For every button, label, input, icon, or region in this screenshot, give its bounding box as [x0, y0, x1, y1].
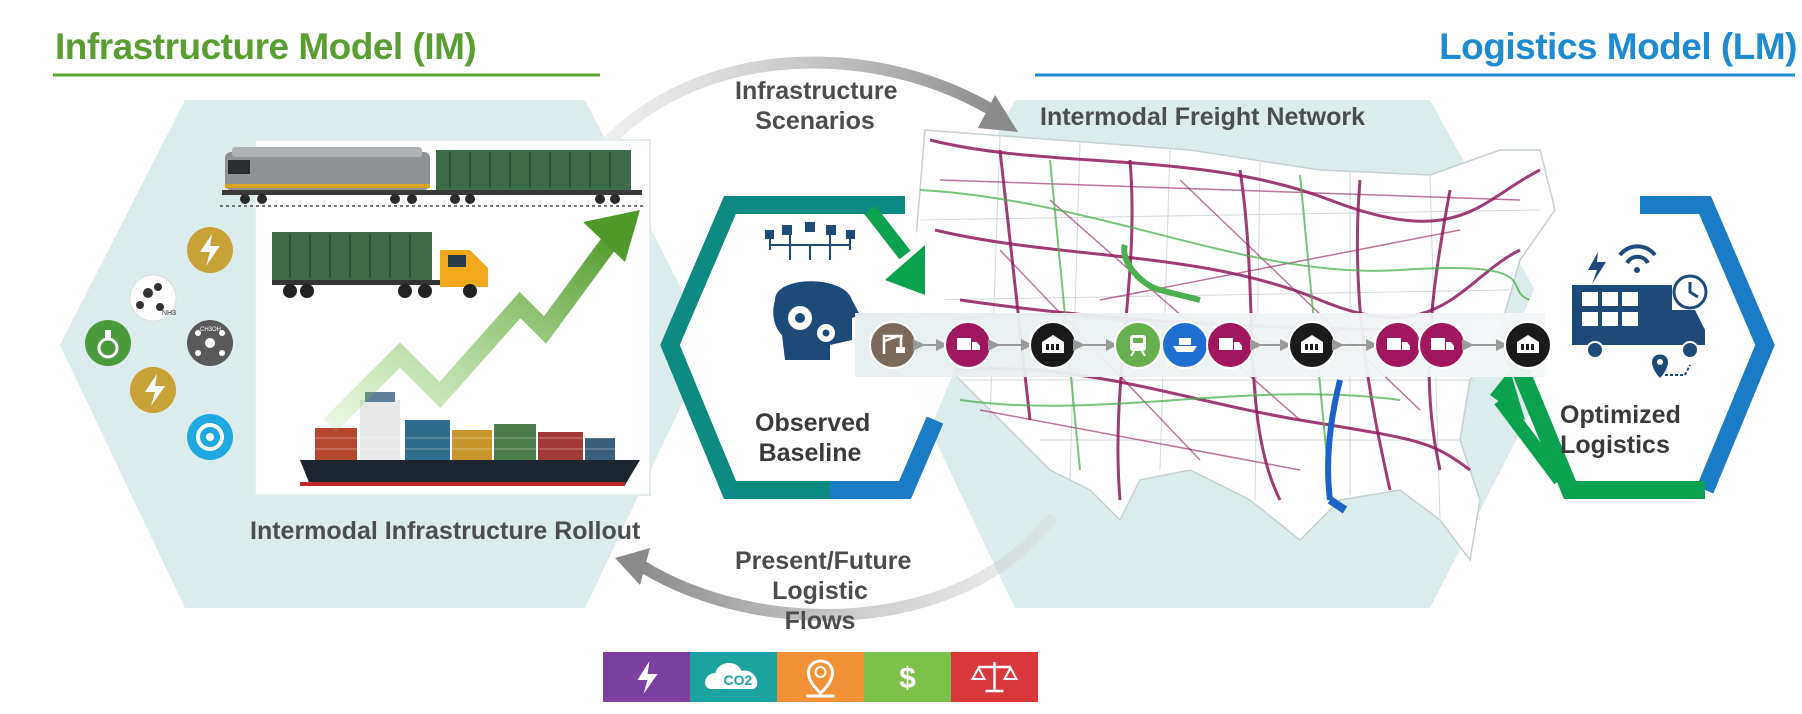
- ship-illustration: [300, 392, 640, 486]
- chain-node-warehouse-icon: [1250, 321, 1336, 369]
- smart-logistics-truck-icon: [1572, 244, 1708, 378]
- metric-scales-icon: [951, 652, 1038, 702]
- infrastructure-scenarios-text: Infrastructure Scenarios: [735, 77, 898, 135]
- metric-dollar-icon: $: [864, 652, 951, 702]
- chain-node-warehouse-icon: [1462, 321, 1552, 369]
- logistics-model-title: Logistics Model (LM): [1439, 26, 1797, 67]
- infrastructure-scenarios-label: Infrastructure Scenarios: [720, 76, 910, 136]
- chain-node-warehouse-icon: [988, 321, 1077, 369]
- ch3oh-label: CH3OH: [200, 327, 221, 333]
- chain-node-crane-icon: [869, 321, 917, 369]
- metric-co2-cloud-icon: CO2: [690, 652, 777, 702]
- metrics-bar: CO2 $: [603, 652, 1038, 702]
- metric-clock-pin-icon: [777, 652, 864, 702]
- infrastructure-model-title: Infrastructure Model (IM): [55, 26, 477, 67]
- chain-node-train-icon: [1073, 321, 1162, 369]
- intermodal-freight-network-label: Intermodal Freight Network: [1040, 103, 1366, 131]
- observed-baseline-label: Observed Baseline: [735, 408, 885, 468]
- observed-baseline-text: Observed Baseline: [755, 409, 871, 467]
- chain-node-truck-icon: [1418, 321, 1466, 369]
- infrastructure-scenarios-arc: [594, 56, 1006, 156]
- chain-node-truck-icon: [1206, 321, 1254, 369]
- fuel-icons-cluster: NH3 CH3OH: [85, 227, 233, 460]
- optimized-logistics-label: Optimized Logistics: [1540, 400, 1690, 460]
- chain-node-ship-icon: [1161, 321, 1209, 369]
- metric-lightning-icon: [603, 652, 690, 702]
- growth-arrowhead: [583, 210, 640, 262]
- optimized-logistics-text: Optimized Logistics: [1560, 401, 1681, 459]
- growth-arrow: [323, 229, 623, 432]
- logistic-flows-text: Present/Future Logistic Flows: [735, 547, 912, 635]
- co2-label: CO2: [724, 672, 753, 688]
- dollar-label: $: [899, 662, 916, 695]
- train-illustration: [220, 147, 645, 207]
- logistic-flows-label: Present/Future Logistic Flows: [700, 546, 940, 636]
- supply-chain-nodes: [869, 321, 1552, 369]
- logistic-flows-arc: [634, 514, 1056, 621]
- lightning-charge-icon: [187, 227, 233, 273]
- methanol-molecule-icon: CH3OH: [187, 320, 233, 366]
- head-gears-icon: [765, 222, 860, 360]
- intermodal-infrastructure-rollout-label: Intermodal Infrastructure Rollout: [250, 517, 641, 545]
- scenarios-arrowhead: [978, 95, 1018, 132]
- optimized-logistics-hex: [1490, 196, 1775, 499]
- cycle-icon: [187, 414, 233, 460]
- mississippi-waterway: [1325, 379, 1343, 501]
- chain-node-truck-icon: [1332, 321, 1422, 369]
- electricity-icon: [130, 367, 176, 413]
- flows-arrowhead: [615, 548, 650, 585]
- highlighted-green-corridor: [1121, 244, 1201, 303]
- hydrogen-flask-icon: [85, 320, 131, 366]
- ammonia-molecule-icon: NH3: [129, 274, 177, 322]
- truck-illustration: [272, 232, 488, 298]
- nh3-label: NH3: [162, 310, 176, 317]
